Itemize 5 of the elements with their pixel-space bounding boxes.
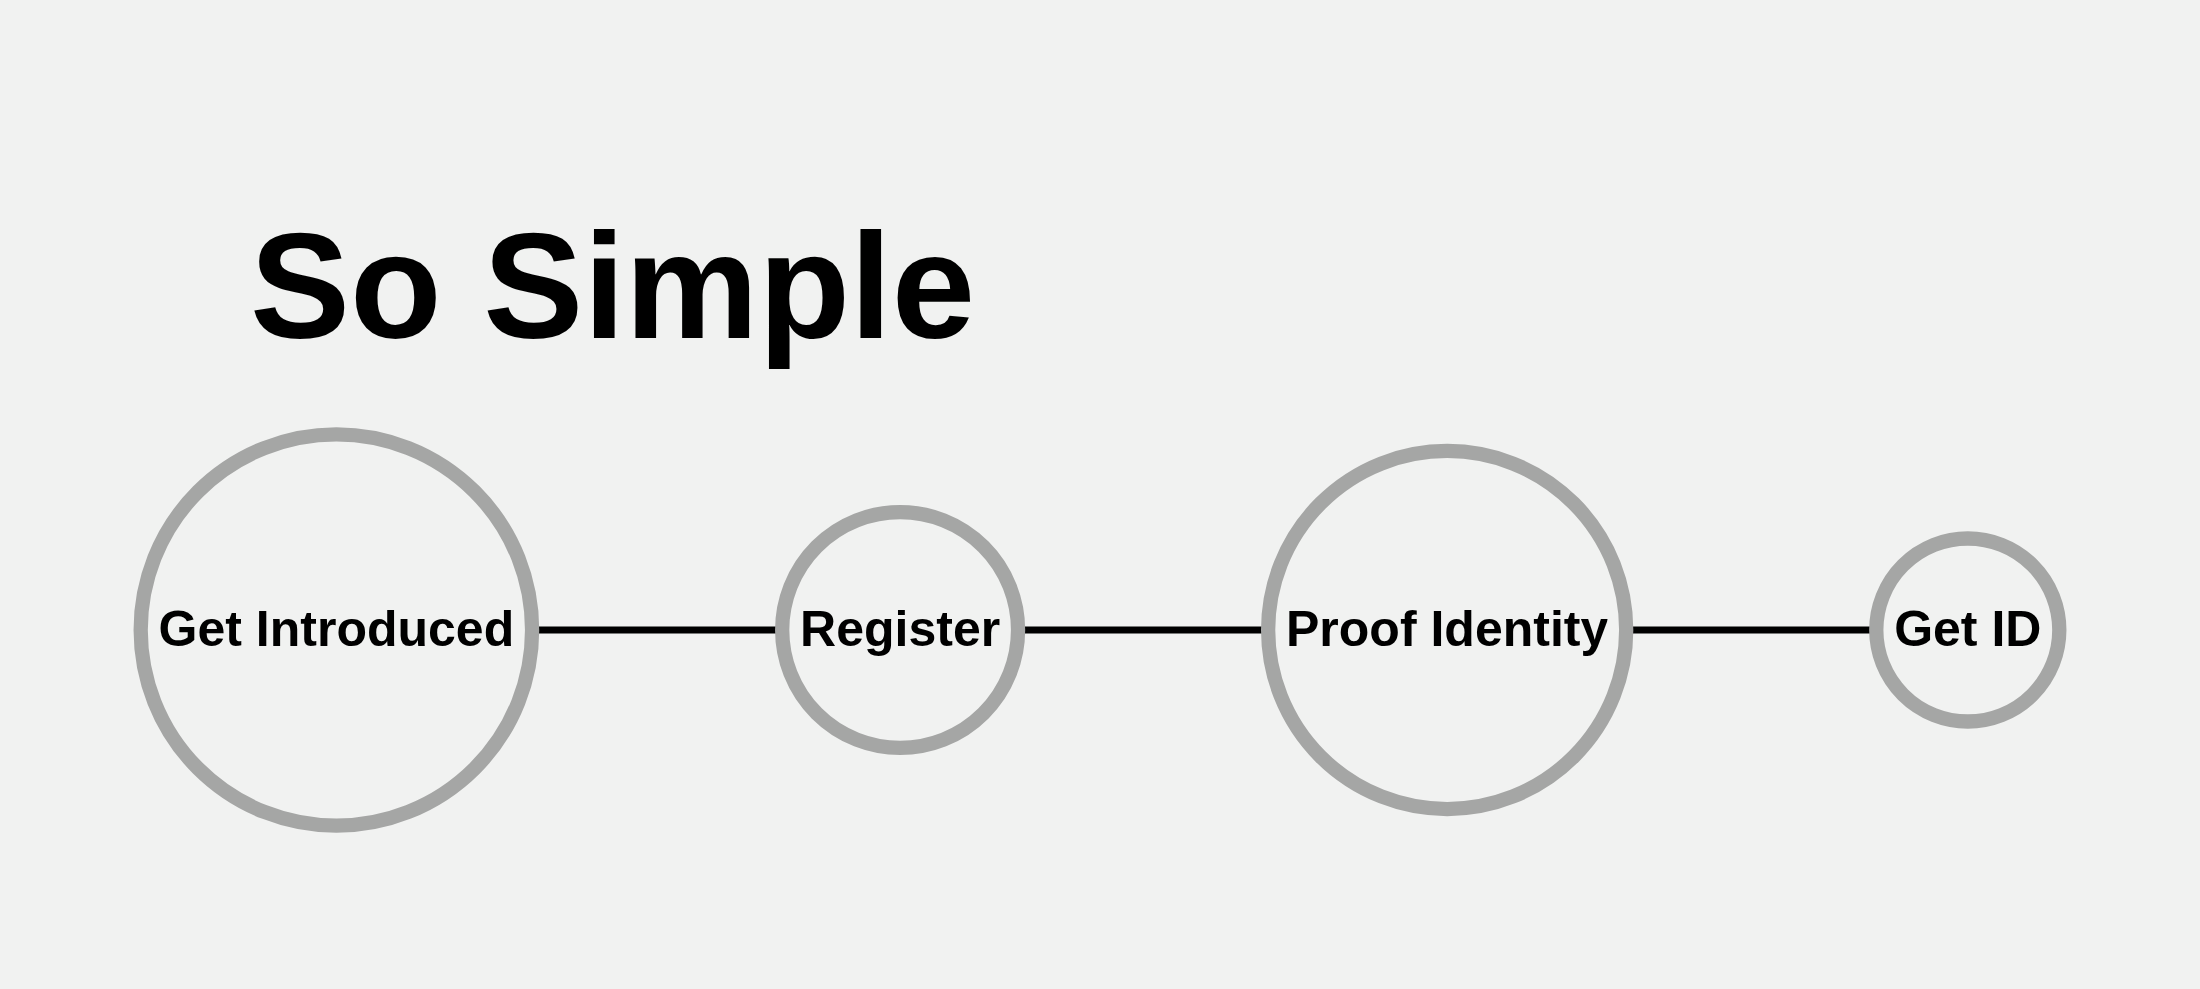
node-circle: Register [775,504,1026,756]
title: So Simple [250,201,976,372]
node-circle: Get Introduced [133,427,540,833]
node-circle: Proof Identity [1261,443,1634,817]
node-circle: Get ID [1869,531,2067,729]
